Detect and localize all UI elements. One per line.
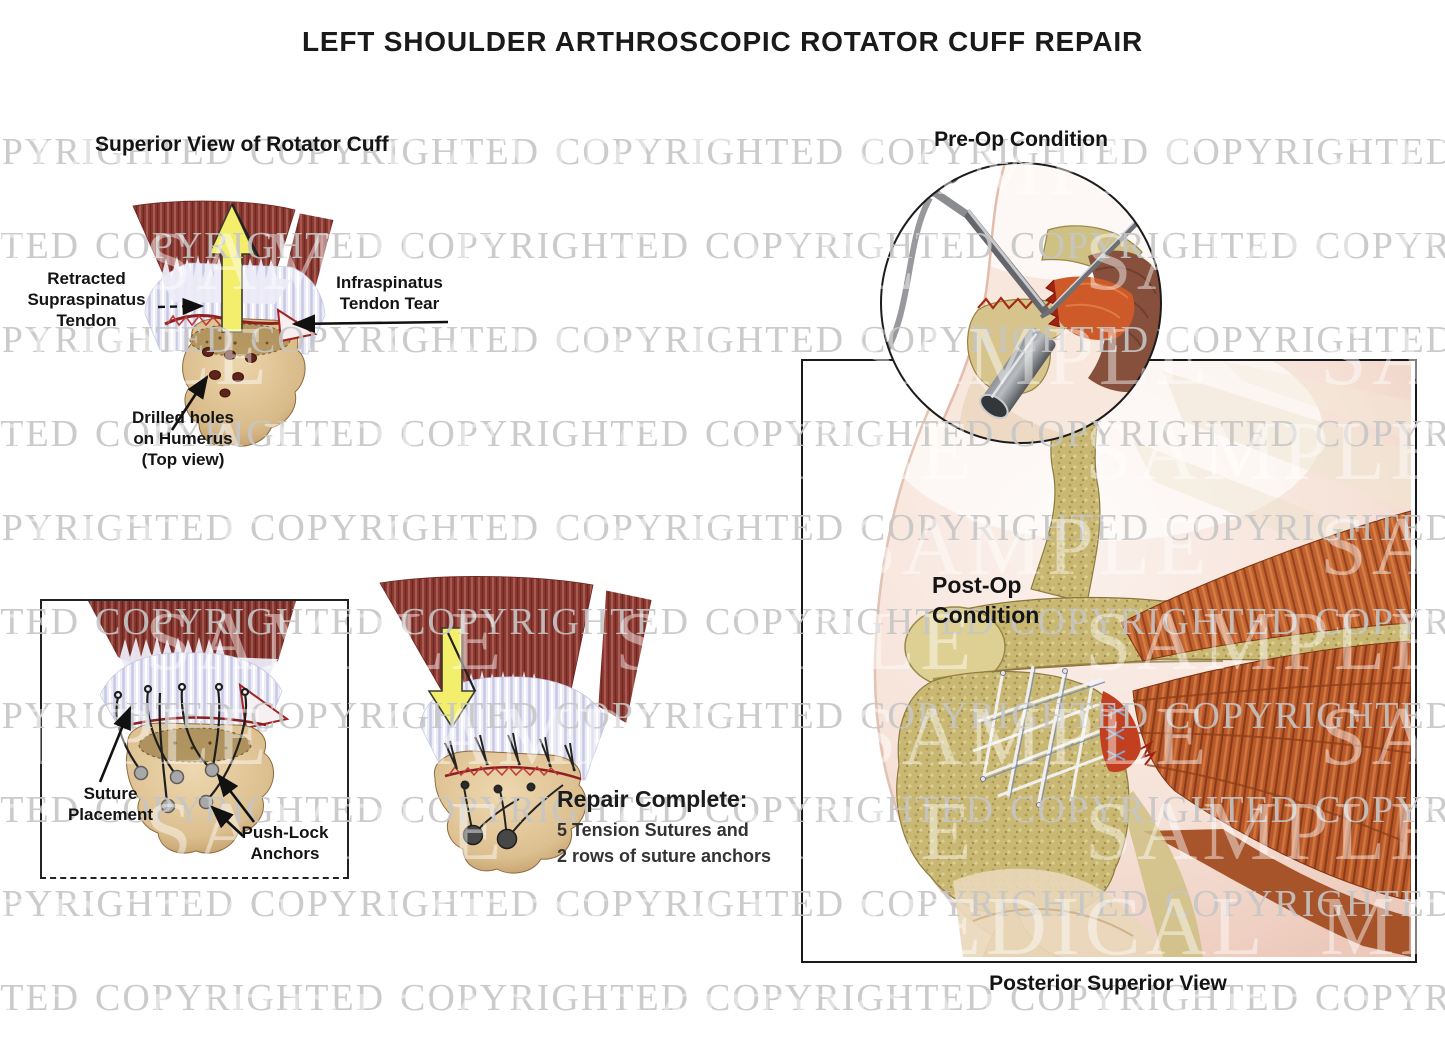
drilled-holes [202, 347, 257, 398]
body-silhouette-edge [803, 361, 1039, 957]
watermark-copyrighted: COPYRIGHTED [400, 977, 691, 1019]
watermark-copyrighted: COPYRIGHTED [705, 977, 996, 1019]
caption-posterior-superior-view: Posterior Superior View [989, 972, 1227, 995]
suture-mesh [972, 665, 1119, 810]
superior-view-illustration [132, 200, 337, 447]
watermark-copyrighted: COPYRIGHTED [250, 507, 541, 549]
watermark-copyrighted: COPYRIGHTED [400, 225, 691, 267]
watermark-copyrighted: COPYRIGHTED [1315, 225, 1445, 267]
watermark-copyrighted: COPYRIGHTED [0, 977, 81, 1019]
heading-superior-view: Superior View of Rotator Cuff [95, 133, 389, 156]
tendon [99, 652, 290, 732]
post-op-illustration [803, 361, 1411, 957]
watermark-copyrighted: COPYRIGHTED [555, 131, 846, 173]
watermark-sample: MEDICAL [145, 975, 563, 1055]
watermark-copyrighted: COPYRIGHTED [0, 883, 236, 925]
probe-instrument-icon [1040, 213, 1146, 319]
watermark-copyrighted: COPYRIGHTED [400, 413, 691, 455]
watermark-sample: SAMPLE [0, 500, 272, 593]
muscles [1120, 510, 1411, 957]
repair-complete-illustration [379, 576, 655, 874]
label-repair-detail-1: 5 Tension Sutures and [557, 820, 749, 840]
suture-placement-illustration [88, 601, 296, 854]
label-retracted-supraspinatus-tendon: Retracted Supraspinatus Tendon [27, 269, 146, 331]
heading-pre-op: Pre-Op Condition [934, 128, 1108, 151]
soft-tissue-lower [953, 791, 1203, 957]
watermark-sample: SAMPLE [0, 405, 37, 498]
pre-op-inset-illustration [880, 162, 1162, 444]
suture-anchors [462, 824, 518, 850]
watermark-copyrighted: COPYRIGHTED [95, 977, 386, 1019]
tension-sutures [444, 732, 576, 840]
watermark-copyrighted: COPYRIGHTED [0, 413, 81, 455]
label-push-lock-anchors: Push-Lock Anchors [241, 823, 329, 864]
watermark-copyrighted: COPYRIGHTED [1165, 131, 1445, 173]
cannula-instrument-icon [979, 327, 1056, 419]
watermark-sample: SAMPLE [380, 120, 742, 213]
watermark-sample: SAMPLE [0, 595, 37, 688]
retraction-direction-arrow-icon [207, 202, 261, 333]
label-post-op-condition: Post-Op Condition [932, 572, 1040, 628]
watermark-sample: SAMPLE [0, 785, 37, 878]
watermark-copyrighted: COPYRIGHTED [0, 507, 236, 549]
watermark-sample: MEDICAL [0, 975, 93, 1055]
label-infraspinatus-tendon-tear: Infraspinatus Tendon Tear [336, 273, 443, 314]
watermark-copyrighted: COPYRIGHTED [0, 225, 81, 267]
watermark-copyrighted: COPYRIGHTED [1165, 319, 1445, 361]
watermark-sample: SAMPLE [380, 310, 742, 403]
watermark-sample: MEDICAL [0, 880, 328, 973]
tension-direction-arrow-icon [427, 627, 477, 729]
watermark-sample: SAMPLE [1320, 120, 1445, 213]
torn-tendon [1045, 276, 1135, 341]
label-repair-detail-2: 2 rows of suture anchors [557, 846, 772, 866]
label-drilled-holes: Drilled holes on Humerus (Top view) [131, 408, 235, 470]
push-lock-anchors [133, 762, 220, 814]
repaired-tear [1099, 691, 1157, 773]
watermark-copyrighted: COPYRIGHTED [1315, 977, 1445, 1019]
page-title: LEFT SHOULDER ARTHROSCOPIC ROTATOR CUFF … [301, 26, 1143, 57]
watermark-copyrighted: COPYRIGHTED [555, 319, 846, 361]
sutures [113, 682, 250, 804]
label-suture-placement: Suture Placement [67, 784, 154, 825]
label-repair-complete: Repair Complete: [557, 786, 748, 812]
